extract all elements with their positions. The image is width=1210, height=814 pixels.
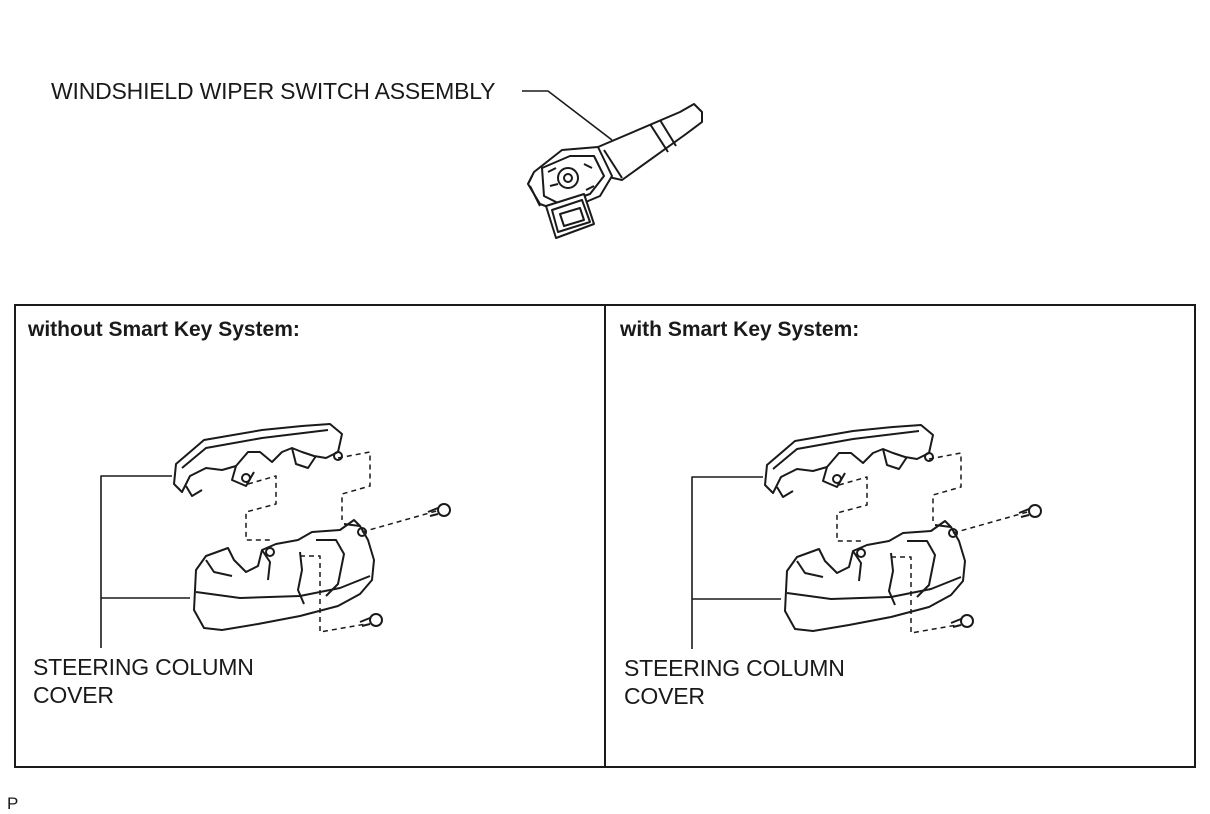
callout-bracket-line — [691, 476, 763, 649]
panel-heading-without-smart-key: without Smart Key System: — [28, 318, 300, 341]
wiper-switch-icon — [527, 103, 703, 239]
upper-column-cover-icon — [764, 424, 934, 498]
lower-column-cover-icon — [784, 520, 966, 632]
column-cover-label-line2-left: COVER — [33, 682, 114, 708]
screw-icon — [427, 503, 451, 517]
wiper-switch-label: WINDSHIELD WIPER SWITCH ASSEMBLY — [51, 78, 496, 104]
screw-icon — [359, 613, 383, 627]
column-cover-label-line2-right: COVER — [624, 683, 705, 709]
upper-column-cover-icon — [173, 423, 343, 497]
screw-icon — [950, 614, 974, 628]
lower-column-cover-icon — [193, 519, 375, 631]
figure-code: P — [7, 794, 19, 813]
callout-bracket-line — [100, 475, 172, 648]
screw-icon — [1018, 504, 1042, 518]
panel-divider — [604, 304, 606, 768]
wiper-leader-line — [522, 90, 613, 141]
panel-heading-with-smart-key: with Smart Key System: — [620, 318, 860, 341]
column-cover-label-line1-left: STEERING COLUMN — [33, 654, 254, 680]
column-cover-label-line1-right: STEERING COLUMN — [624, 655, 845, 681]
